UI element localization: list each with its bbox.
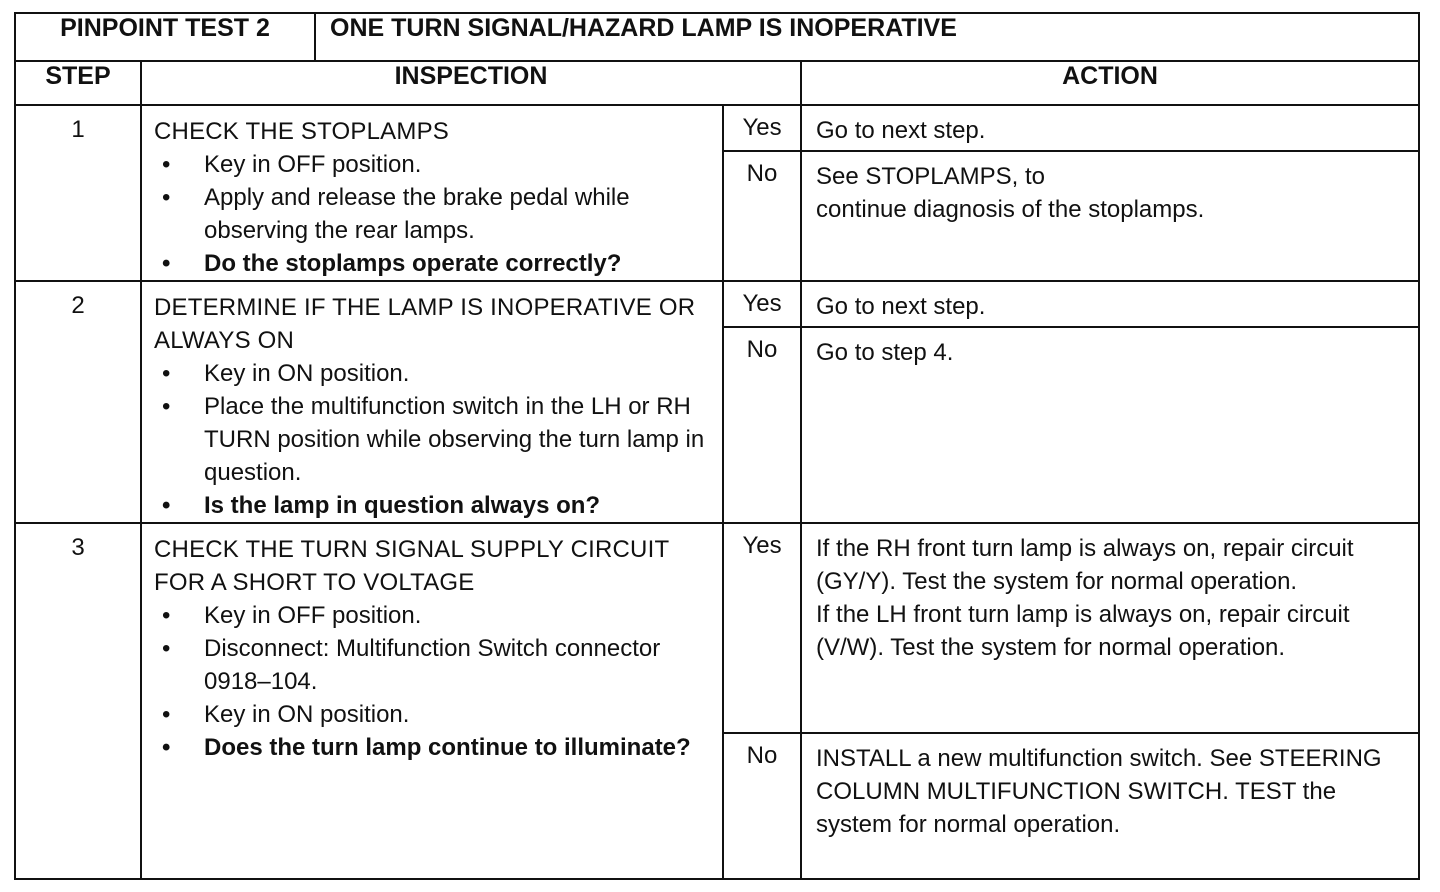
action-text: See STOPLAMPS, to <box>816 163 1046 190</box>
step-2-no-action: Go to step 4. <box>800 326 1421 524</box>
action-text: INSTALL a new multifunction switch. See … <box>816 745 1382 838</box>
column-header-step: STEP <box>14 60 142 106</box>
answer-yes: Yes <box>722 280 803 328</box>
inspection-bullet: Key in OFF position. <box>154 148 712 181</box>
step-3-yes-row: 3 CHECK THE TURN SIGNAL SUPPLY CIRCUIT F… <box>14 522 1421 880</box>
step-2-yes-action: Go to next step. <box>800 280 1421 328</box>
answer-yes: Yes <box>722 104 803 152</box>
step-heading: CHECK THE STOPLAMPS <box>154 118 449 145</box>
answer-no: No <box>722 732 803 880</box>
pinpoint-test-sheet: PINPOINT TEST 2 ONE TURN SIGNAL/HAZARD L… <box>13 12 1421 882</box>
inspection-question: Do the stoplamps operate correctly? <box>154 247 712 280</box>
step-heading: DETERMINE IF THE LAMP IS INOPERATIVE OR … <box>154 294 696 354</box>
inspection-bullet: Key in ON position. <box>154 698 712 731</box>
step-number: 2 <box>14 280 142 524</box>
test-title: ONE TURN SIGNAL/HAZARD LAMP IS INOPERATI… <box>314 12 1421 62</box>
answer-no: No <box>722 150 803 282</box>
inspection-bullet: Apply and release the brake pedal while … <box>154 181 712 247</box>
test-id: PINPOINT TEST 2 <box>13 12 317 62</box>
inspection-question: Does the turn lamp continue to illuminat… <box>154 731 712 764</box>
action-text: Go to next step. <box>816 293 986 320</box>
inspection-bullet: Key in OFF position. <box>154 599 712 632</box>
title-row: PINPOINT TEST 2 ONE TURN SIGNAL/HAZARD L… <box>13 12 1421 62</box>
step-number: 3 <box>14 522 142 880</box>
step-1-yes-row: 1 CHECK THE STOPLAMPS Key in OFF positio… <box>14 104 1421 282</box>
step-1-no-action: See STOPLAMPS, to continue diagnosis of … <box>800 150 1421 282</box>
inspection-bullet: Disconnect: Multifunction Switch connect… <box>154 632 712 698</box>
step-2-yes-row: 2 DETERMINE IF THE LAMP IS INOPERATIVE O… <box>14 280 1421 524</box>
action-text: Go to next step. <box>816 117 986 144</box>
step-number: 1 <box>14 104 142 282</box>
step-3-no-action: INSTALL a new multifunction switch. See … <box>800 732 1421 880</box>
column-header-action: ACTION <box>800 60 1421 106</box>
column-header-row: STEP INSPECTION ACTION <box>14 60 1421 106</box>
action-text: continue diagnosis of the stoplamps. <box>816 196 1205 223</box>
step-2-no-row: No Go to step 4. <box>15 326 1421 524</box>
action-text: If the LH front turn lamp is always on, … <box>816 601 1350 661</box>
inspection-bullet: Place the multifunction switch in the LH… <box>154 390 712 489</box>
answer-yes: Yes <box>722 522 803 734</box>
answer-no: No <box>722 326 803 524</box>
step-3-yes-action: If the RH front turn lamp is always on, … <box>800 522 1421 734</box>
step-1-no-row: No See STOPLAMPS, to continue diagnosis … <box>15 150 1421 282</box>
step-heading: CHECK THE TURN SIGNAL SUPPLY CIRCUIT FOR… <box>154 536 669 596</box>
step-3-inspection: CHECK THE TURN SIGNAL SUPPLY CIRCUIT FOR… <box>139 522 725 880</box>
step-1-yes-action: Go to next step. <box>800 104 1421 152</box>
action-text: Go to step 4. <box>816 339 954 366</box>
step-2-inspection: DETERMINE IF THE LAMP IS INOPERATIVE OR … <box>139 280 725 524</box>
step-1-inspection: CHECK THE STOPLAMPS Key in OFF position.… <box>139 104 725 282</box>
pinpoint-test-table: PINPOINT TEST 2 ONE TURN SIGNAL/HAZARD L… <box>13 12 1421 880</box>
step-3-no-row: No INSTALL a new multifunction switch. S… <box>15 732 1421 880</box>
column-header-inspection: INSPECTION <box>139 60 803 106</box>
inspection-question: Is the lamp in question always on? <box>154 489 712 522</box>
action-text: If the RH front turn lamp is always on, … <box>816 535 1354 595</box>
inspection-bullet: Key in ON position. <box>154 357 712 390</box>
